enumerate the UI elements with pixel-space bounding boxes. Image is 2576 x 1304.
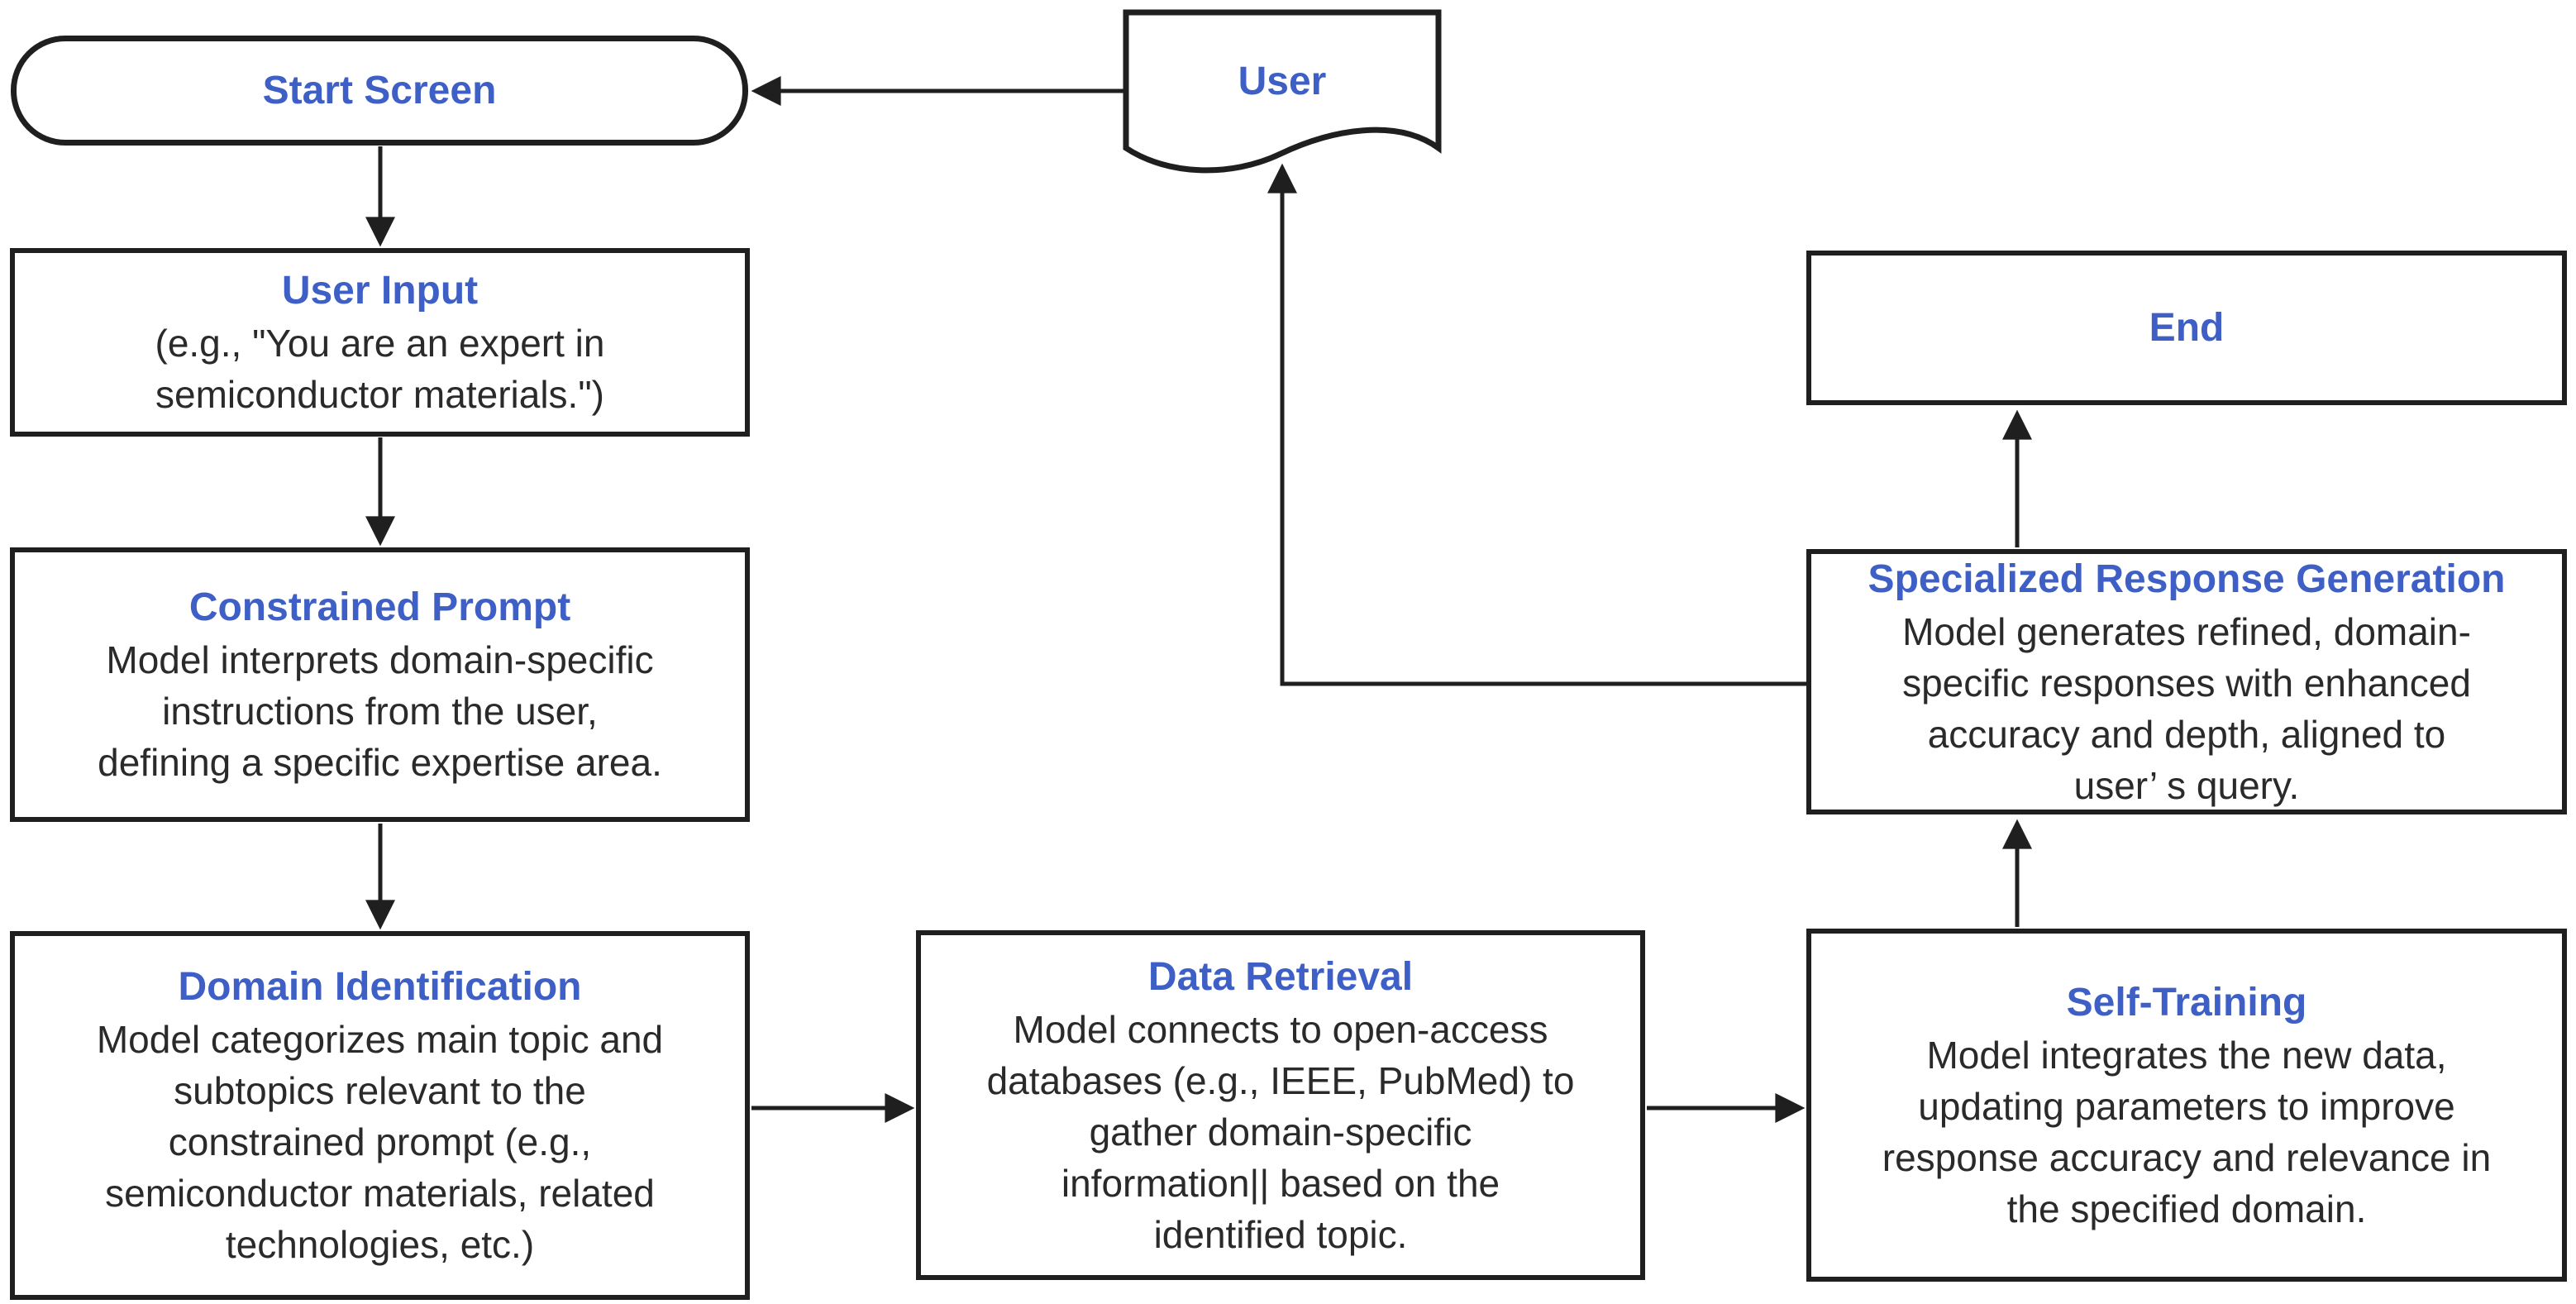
node-user-input: User Input (e.g., "You are an expert in … — [10, 248, 750, 437]
node-domain-identification-body: Model categorizes main topic and subtopi… — [96, 1018, 664, 1266]
node-specialized-response-generation-body: Model generates refined, domain- specifi… — [1902, 609, 2471, 807]
edge-specialized-response-generation-to-user — [1267, 163, 1808, 686]
user-document-shape — [1123, 9, 1442, 174]
node-specialized-response-generation-title: Specialized Response Generation — [1868, 556, 2506, 601]
node-user-input-body: (e.g., "You are an expert in semiconduct… — [155, 322, 605, 416]
node-end-label: End — [2149, 305, 2225, 350]
node-user-input-title: User Input — [281, 269, 479, 313]
node-data-retrieval-title: Data Retrieval — [1147, 954, 1414, 999]
node-specialized-response-generation: Specialized Response Generation Model ge… — [1806, 549, 2567, 814]
node-data-retrieval: Data Retrieval Model connects to open-ac… — [916, 930, 1645, 1280]
node-self-training: Self-Training Model integrates the new d… — [1806, 929, 2567, 1282]
node-constrained-prompt-body: Model interprets domain-specific instruc… — [98, 638, 662, 784]
node-start-screen-label: Start Screen — [262, 68, 497, 112]
node-user-label: User — [1238, 60, 1327, 103]
node-self-training-body: Model integrates the new data, updating … — [1882, 1033, 2492, 1230]
node-start-screen: Start Screen — [11, 36, 748, 146]
node-constrained-prompt: Constrained Prompt Model interprets doma… — [10, 547, 750, 822]
node-constrained-prompt-title: Constrained Prompt — [188, 585, 571, 629]
node-self-training-title: Self-Training — [2066, 980, 2307, 1025]
node-data-retrieval-body: Model connects to open-access databases … — [986, 1007, 1575, 1256]
node-domain-identification: Domain Identification Model categorizes … — [10, 931, 750, 1300]
node-domain-identification-title: Domain Identification — [178, 965, 582, 1009]
node-end: End — [1806, 251, 2567, 405]
node-user: User — [1126, 17, 1438, 147]
